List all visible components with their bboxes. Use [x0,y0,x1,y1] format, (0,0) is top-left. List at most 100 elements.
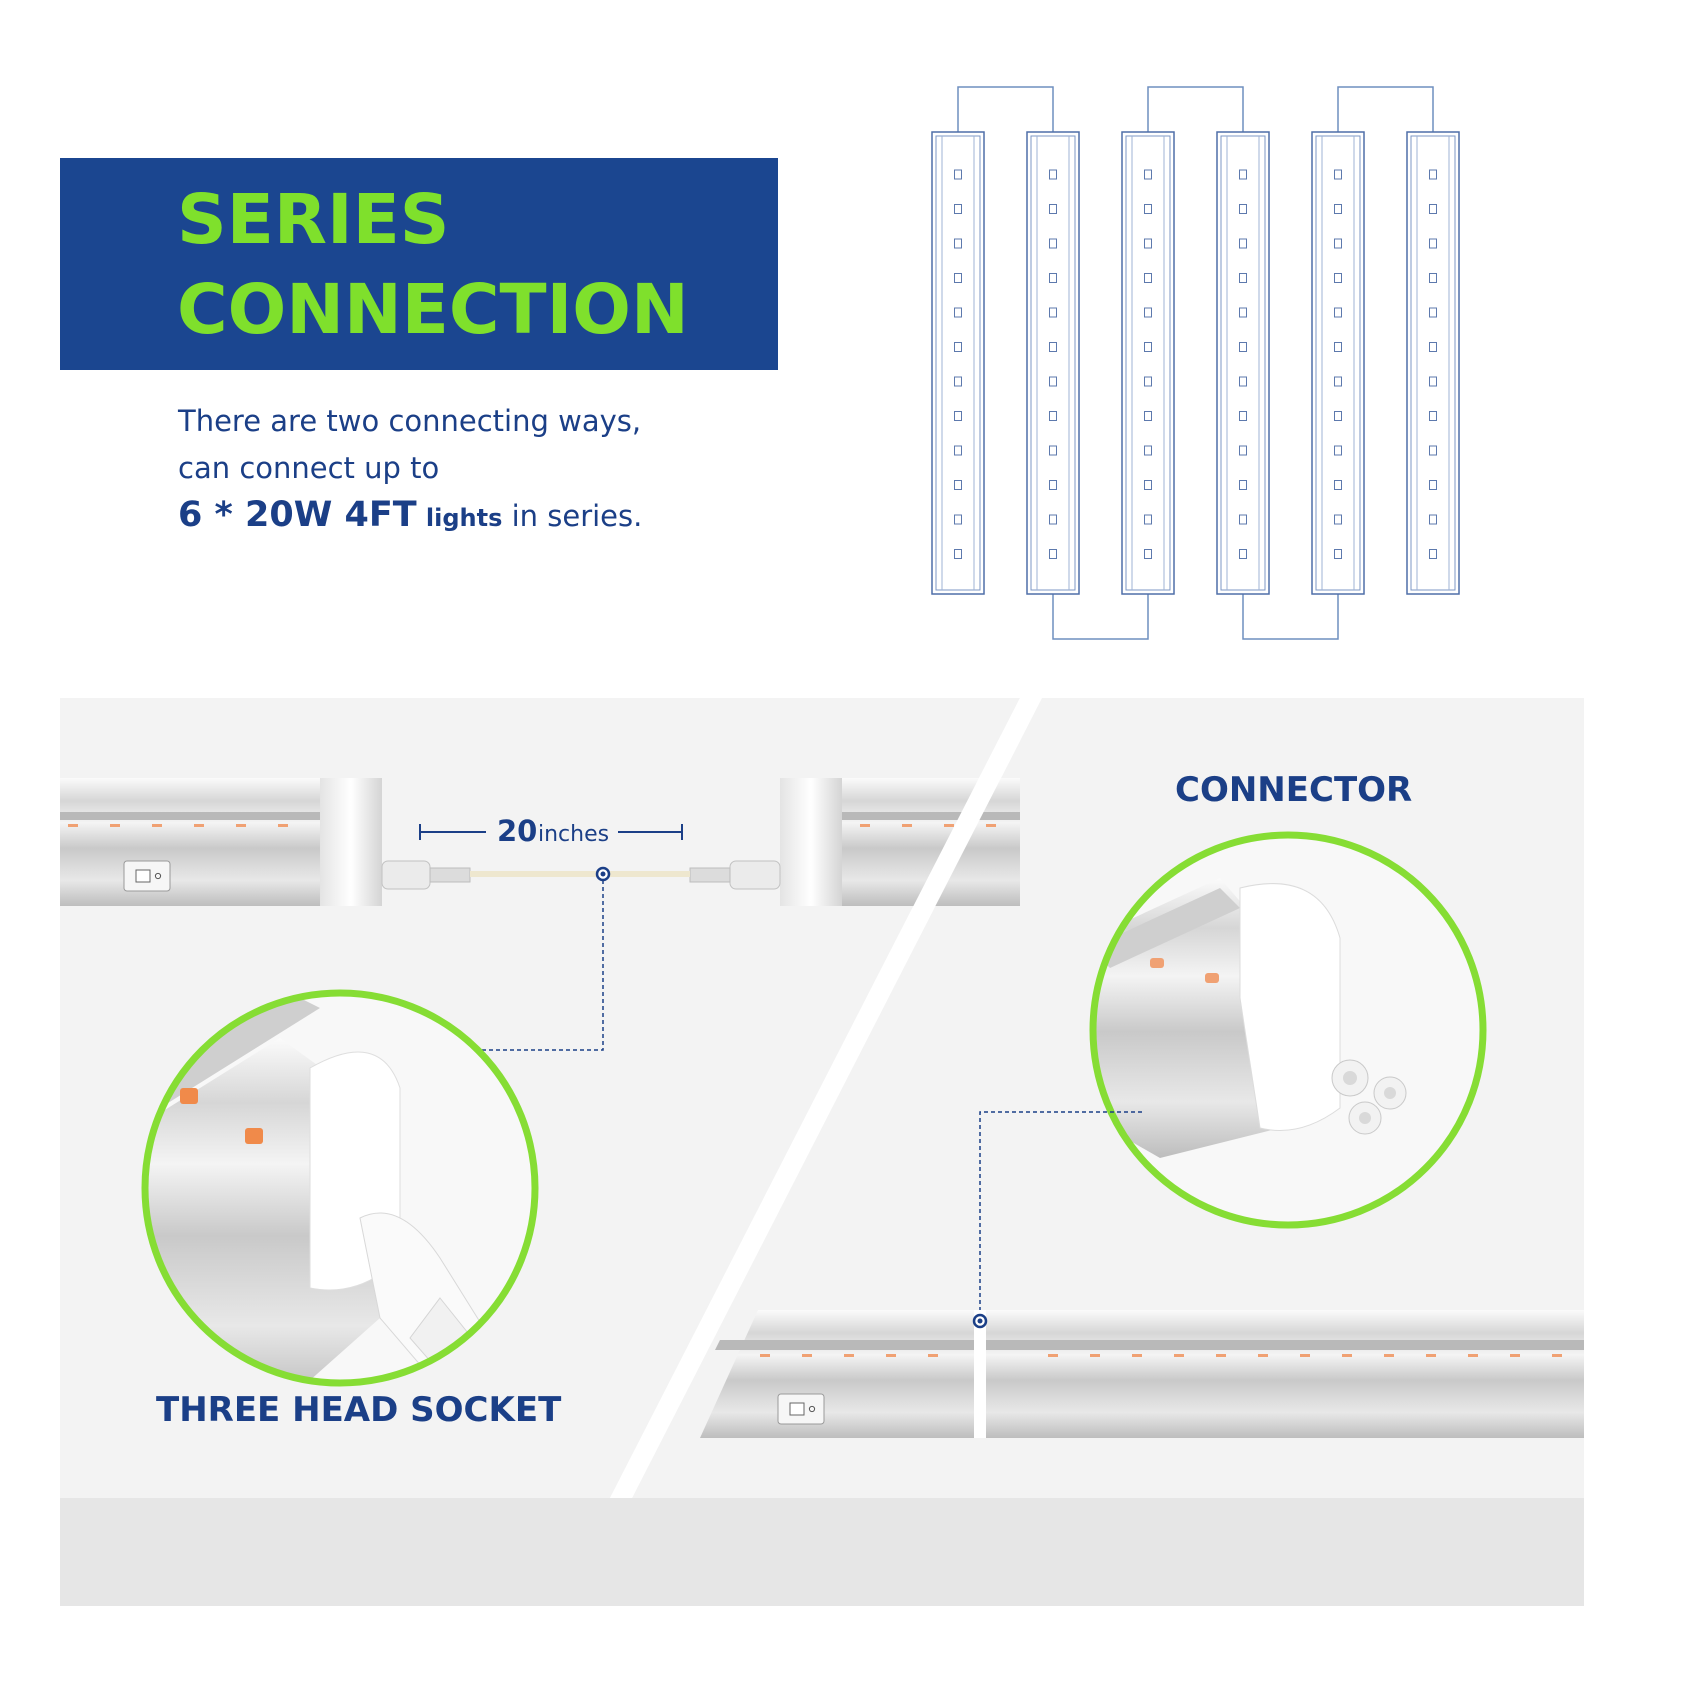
diagram-led [1239,445,1247,456]
distance-measure [419,824,683,840]
diagram-led [954,238,962,249]
connector-zoom-circle [1089,831,1487,1229]
description-suffix: in series. [511,499,643,533]
diagram-led [1144,549,1152,559]
diagram-led [1049,514,1057,525]
diagram-led [1144,480,1152,490]
diagram-led [1429,514,1437,525]
diagram-wire-top [1337,86,1434,132]
diagram-wire-bottom [1052,594,1149,640]
diagram-led [1239,411,1247,421]
diagram-led [1334,169,1342,180]
three-head-socket-label: THREE HEAD SOCKET [156,1390,562,1430]
diagram-led [1429,204,1437,214]
description-lights-word: lights [425,504,503,532]
diagram-led [1049,307,1057,318]
diagram-led [1334,307,1342,318]
diagram-led [1049,238,1057,249]
product-panel: 20 inches [60,698,1584,1606]
title-line-1: SERIES [177,180,450,260]
diagram-led [954,169,962,180]
diagram-led [1049,411,1057,421]
description-line-3: 6 * 20W 4FT lights in series. [178,492,738,542]
diagram-led [954,273,962,283]
diagram-led [1239,204,1247,214]
diagram-led [954,514,962,525]
diagram-light-tube [1311,131,1365,595]
diagram-led [1049,445,1057,456]
diagram-led [1334,411,1342,421]
diagram-led [1334,204,1342,214]
diagram-led [1429,238,1437,249]
diagram-led [1429,549,1437,559]
diagram-led [1429,480,1437,490]
diagram-led [1049,549,1057,559]
diagram-wire-top [1147,86,1244,132]
diagram-led [1429,445,1437,456]
diagram-led [1334,445,1342,456]
diagram-light-tube [931,131,985,595]
diagram-led [1049,376,1057,387]
diagram-light-tube [1026,131,1080,595]
diagram-led [1144,307,1152,318]
diagram-led [1144,411,1152,421]
connector-leader-line [979,1111,1142,1320]
diagram-led [1239,169,1247,180]
socket-zoom-circle [141,989,539,1387]
diagram-led [954,204,962,214]
diagram-led [1049,204,1057,214]
diagram-wire-top [957,86,1054,132]
diagram-led [1144,376,1152,387]
tube-bottom [700,1310,1584,1438]
title-line-2: CONNECTION [177,270,689,350]
panel-bottom-strip [60,1498,1584,1606]
diagram-led [1429,273,1437,283]
diagram-led [1144,445,1152,456]
diagram-led [1239,273,1247,283]
diagram-led [1429,169,1437,180]
diagram-led [1144,204,1152,214]
diagram-light-tube [1406,131,1460,595]
diagram-led [1144,273,1152,283]
diagram-led [1334,376,1342,387]
tube-top-left [60,778,382,906]
socket-leader-line [440,880,604,1051]
diagram-led [1239,480,1247,490]
title-banner: SERIES CONNECTION [60,158,778,370]
diagram-led [1144,169,1152,180]
diagram-led [1334,514,1342,525]
diagram-led [1429,376,1437,387]
connector-label: CONNECTOR [1175,770,1413,810]
diagram-led [954,376,962,387]
diagram-led [1334,549,1342,559]
diagram-led [1429,307,1437,318]
connecting-cable [381,860,781,890]
diagram-led [1049,342,1057,352]
diagram-led [1239,342,1247,352]
series-wiring-diagram [931,86,1460,640]
diagram-led [954,549,962,559]
diagram-led [954,445,962,456]
distance-value: 20 [497,814,537,848]
diagram-led [954,307,962,318]
diagram-led [1049,273,1057,283]
diagram-led [1144,238,1152,249]
diagram-led [954,411,962,421]
diagram-led [1429,411,1437,421]
description: There are two connecting ways, can conne… [178,398,738,542]
distance-unit: inches [538,822,609,847]
panel-illustration: 20 inches [60,698,1584,1606]
diagram-led [954,342,962,352]
diagram-tubes [931,131,1460,595]
diagram-wire-bottom [1242,594,1339,640]
diagram-led [1239,376,1247,387]
diagram-led [1049,480,1057,490]
diagram-light-tube [1216,131,1270,595]
diagram-led [1144,514,1152,525]
diagram-led [1239,514,1247,525]
diagram-light-tube [1121,131,1175,595]
diagram-led [1144,342,1152,352]
diagram-led [1334,238,1342,249]
diagram-led [1239,549,1247,559]
description-line-2: can connect up to [178,451,440,485]
